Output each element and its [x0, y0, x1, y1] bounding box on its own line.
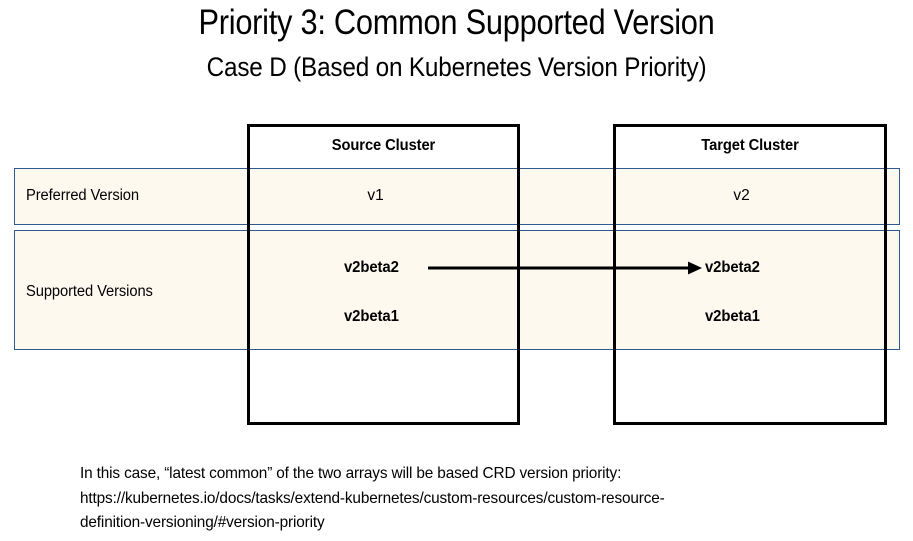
- target-cluster-header: Target Cluster: [701, 137, 799, 154]
- row-label-supported-versions: Supported Versions: [26, 283, 153, 300]
- caption-line-2: https://kubernetes.io/docs/tasks/extend-…: [80, 489, 665, 507]
- caption-line-1: In this case, “latest common” of the two…: [80, 465, 622, 482]
- preferred-version-row: [14, 168, 900, 225]
- supported-versions-row: [14, 230, 900, 350]
- caption-line-3: definition-versioning/#version-priority: [80, 514, 325, 531]
- caption-text: In this case, “latest common” of the two…: [80, 462, 838, 536]
- target-supported-version-1: v2beta1: [705, 308, 760, 325]
- page-subtitle: Case D (Based on Kubernetes Version Prio…: [206, 52, 707, 82]
- target-cluster-box: [613, 124, 887, 425]
- source-supported-version-1: v2beta1: [344, 308, 399, 325]
- source-cluster-box: [247, 124, 520, 425]
- page-title: Priority 3: Common Supported Version: [198, 3, 715, 42]
- source-cluster-header: Source Cluster: [331, 137, 436, 154]
- target-supported-version-0: v2beta2: [705, 259, 760, 276]
- source-supported-version-0: v2beta2: [344, 259, 399, 276]
- target-preferred-version: v2: [733, 187, 750, 204]
- row-label-preferred-version: Preferred Version: [26, 187, 139, 204]
- source-preferred-version: v1: [367, 187, 384, 204]
- version-match-arrow-icon: [428, 261, 702, 275]
